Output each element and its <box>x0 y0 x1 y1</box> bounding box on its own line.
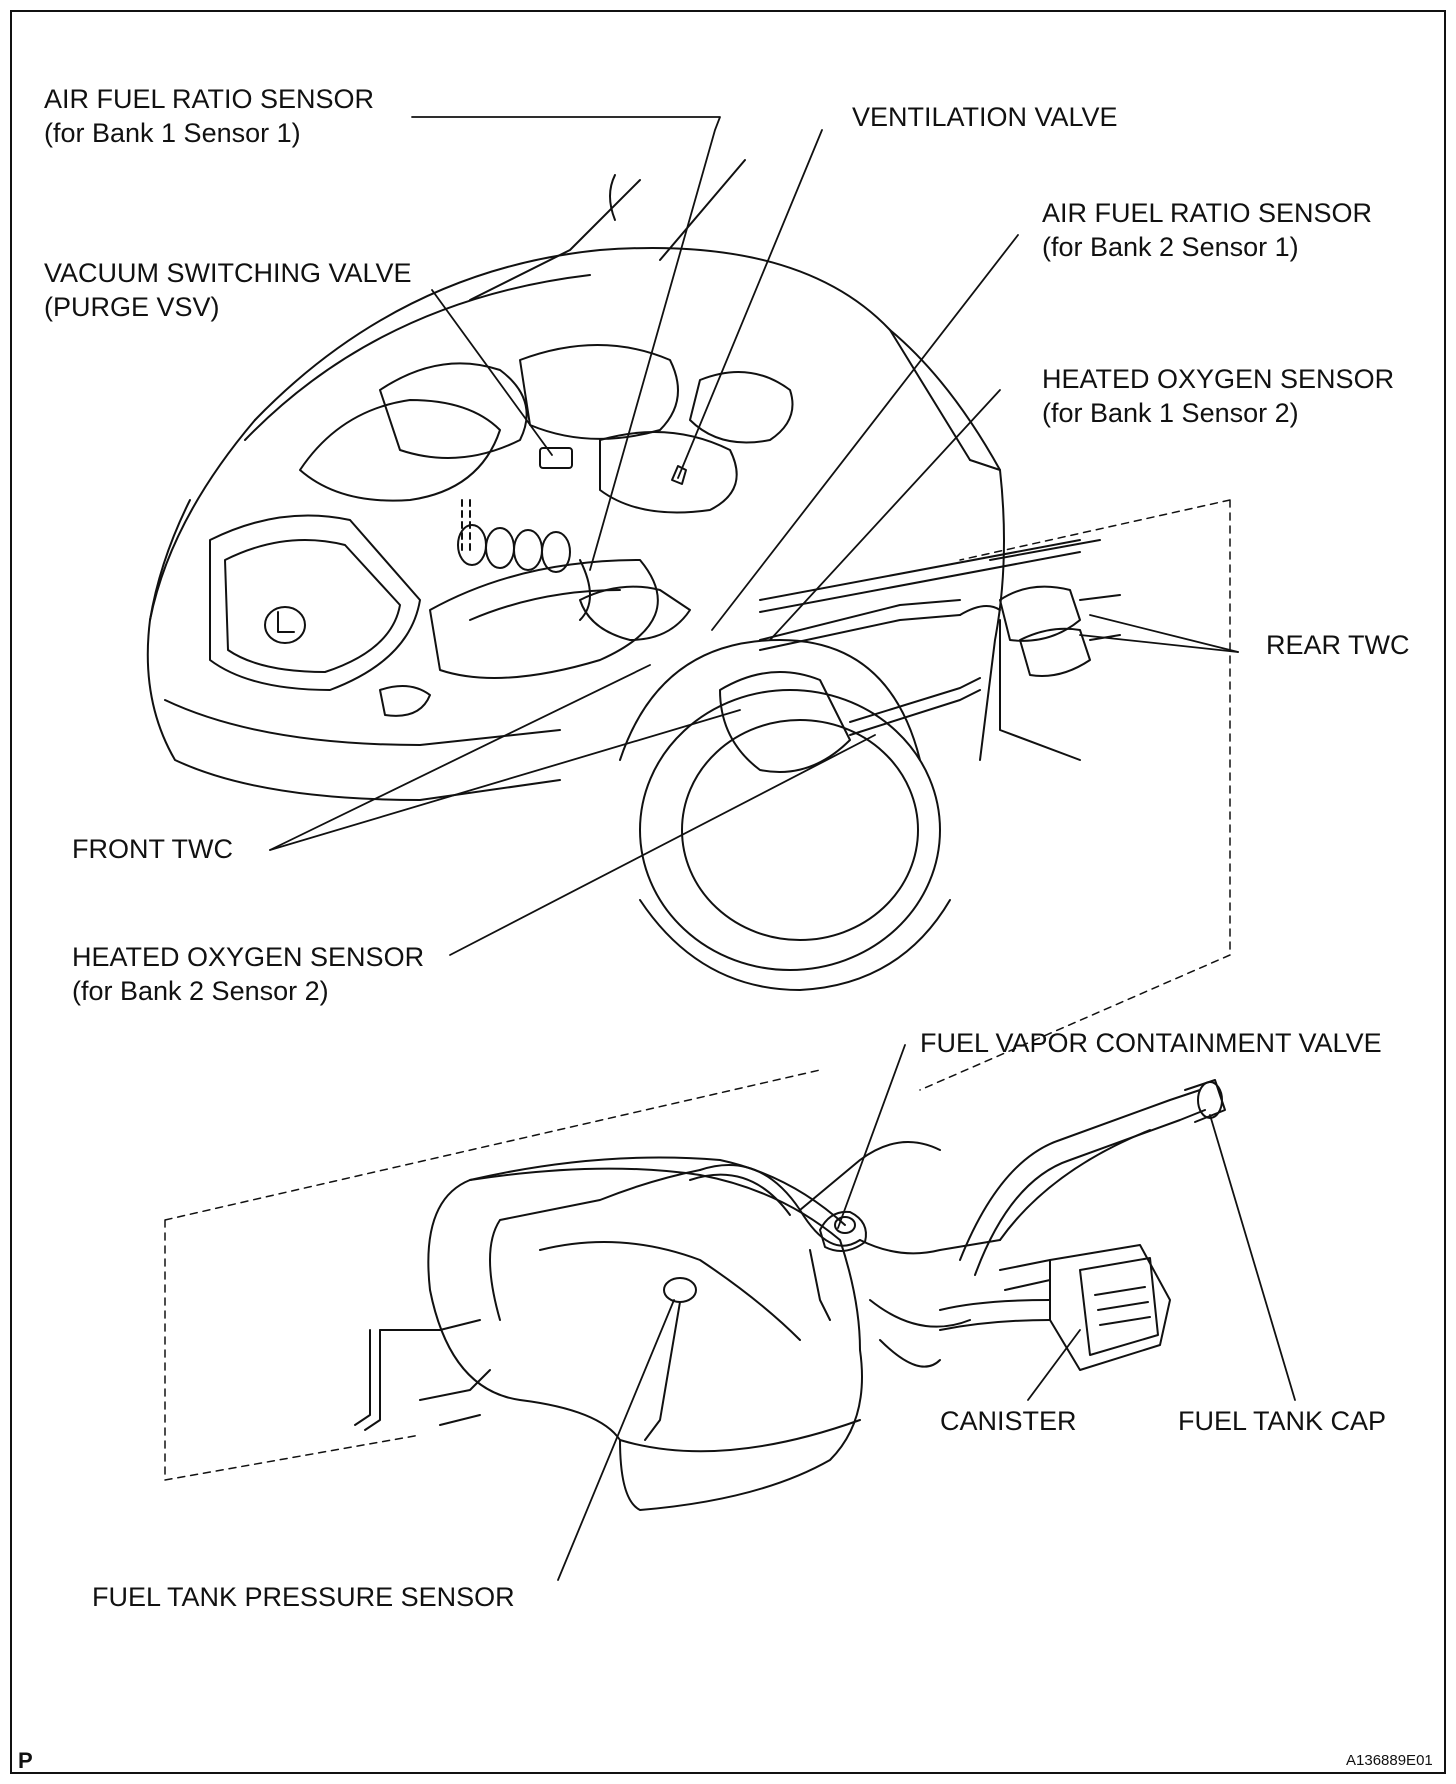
label-subtitle: (for Bank 1 Sensor 2) <box>1042 398 1299 428</box>
label-title: REAR TWC <box>1266 630 1410 660</box>
label-fuel-vapor-containment-valve: FUEL VAPOR CONTAINMENT VALVE <box>920 1026 1382 1060</box>
dashed-frame-upper <box>919 499 1231 1091</box>
label-title: AIR FUEL RATIO SENSOR <box>1042 198 1373 228</box>
label-title: HEATED OXYGEN SENSOR <box>1042 364 1395 394</box>
label-rear-twc: REAR TWC <box>1266 628 1410 662</box>
dashed-frame-lower <box>164 1069 821 1481</box>
vehicle-drawing <box>146 159 1121 991</box>
figure-frame <box>10 10 1446 1774</box>
label-title: VENTILATION VALVE <box>852 102 1118 132</box>
label-title: FUEL TANK CAP <box>1178 1406 1387 1436</box>
label-subtitle: (for Bank 1 Sensor 1) <box>44 118 301 148</box>
label-title: FUEL VAPOR CONTAINMENT VALVE <box>920 1028 1382 1058</box>
label-subtitle: (for Bank 2 Sensor 1) <box>1042 232 1299 262</box>
label-vacuum-switching-valve: VACUUM SWITCHING VALVE (PURGE VSV) <box>44 256 412 324</box>
label-heated-oxygen-sensor-bank2-sensor2: HEATED OXYGEN SENSOR (for Bank 2 Sensor … <box>72 940 424 1008</box>
label-title: CANISTER <box>940 1406 1077 1436</box>
label-title: FUEL TANK PRESSURE SENSOR <box>92 1582 515 1612</box>
label-subtitle: (for Bank 2 Sensor 2) <box>72 976 329 1006</box>
label-fuel-tank-pressure-sensor: FUEL TANK PRESSURE SENSOR <box>92 1580 515 1614</box>
label-afr-sensor-bank1-sensor1: AIR FUEL RATIO SENSOR (for Bank 1 Sensor… <box>44 82 374 150</box>
label-canister: CANISTER <box>940 1404 1077 1438</box>
label-title: VACUUM SWITCHING VALVE <box>44 258 412 288</box>
label-front-twc: FRONT TWC <box>72 832 233 866</box>
corner-mark: P <box>18 1748 33 1773</box>
figure-code: A136889E01 <box>1346 1752 1433 1769</box>
leader-lines <box>269 116 1296 1581</box>
label-fuel-tank-cap: FUEL TANK CAP <box>1178 1404 1386 1438</box>
label-title: AIR FUEL RATIO SENSOR <box>44 84 375 114</box>
label-title: HEATED OXYGEN SENSOR <box>72 942 425 972</box>
label-ventilation-valve: VENTILATION VALVE <box>852 100 1118 134</box>
label-subtitle: (PURGE VSV) <box>44 292 220 322</box>
label-heated-oxygen-sensor-bank1-sensor2: HEATED OXYGEN SENSOR (for Bank 1 Sensor … <box>1042 362 1394 430</box>
label-title: FRONT TWC <box>72 834 233 864</box>
fuel-system-drawing <box>354 1079 1226 1511</box>
label-afr-sensor-bank2-sensor1: AIR FUEL RATIO SENSOR (for Bank 2 Sensor… <box>1042 196 1372 264</box>
